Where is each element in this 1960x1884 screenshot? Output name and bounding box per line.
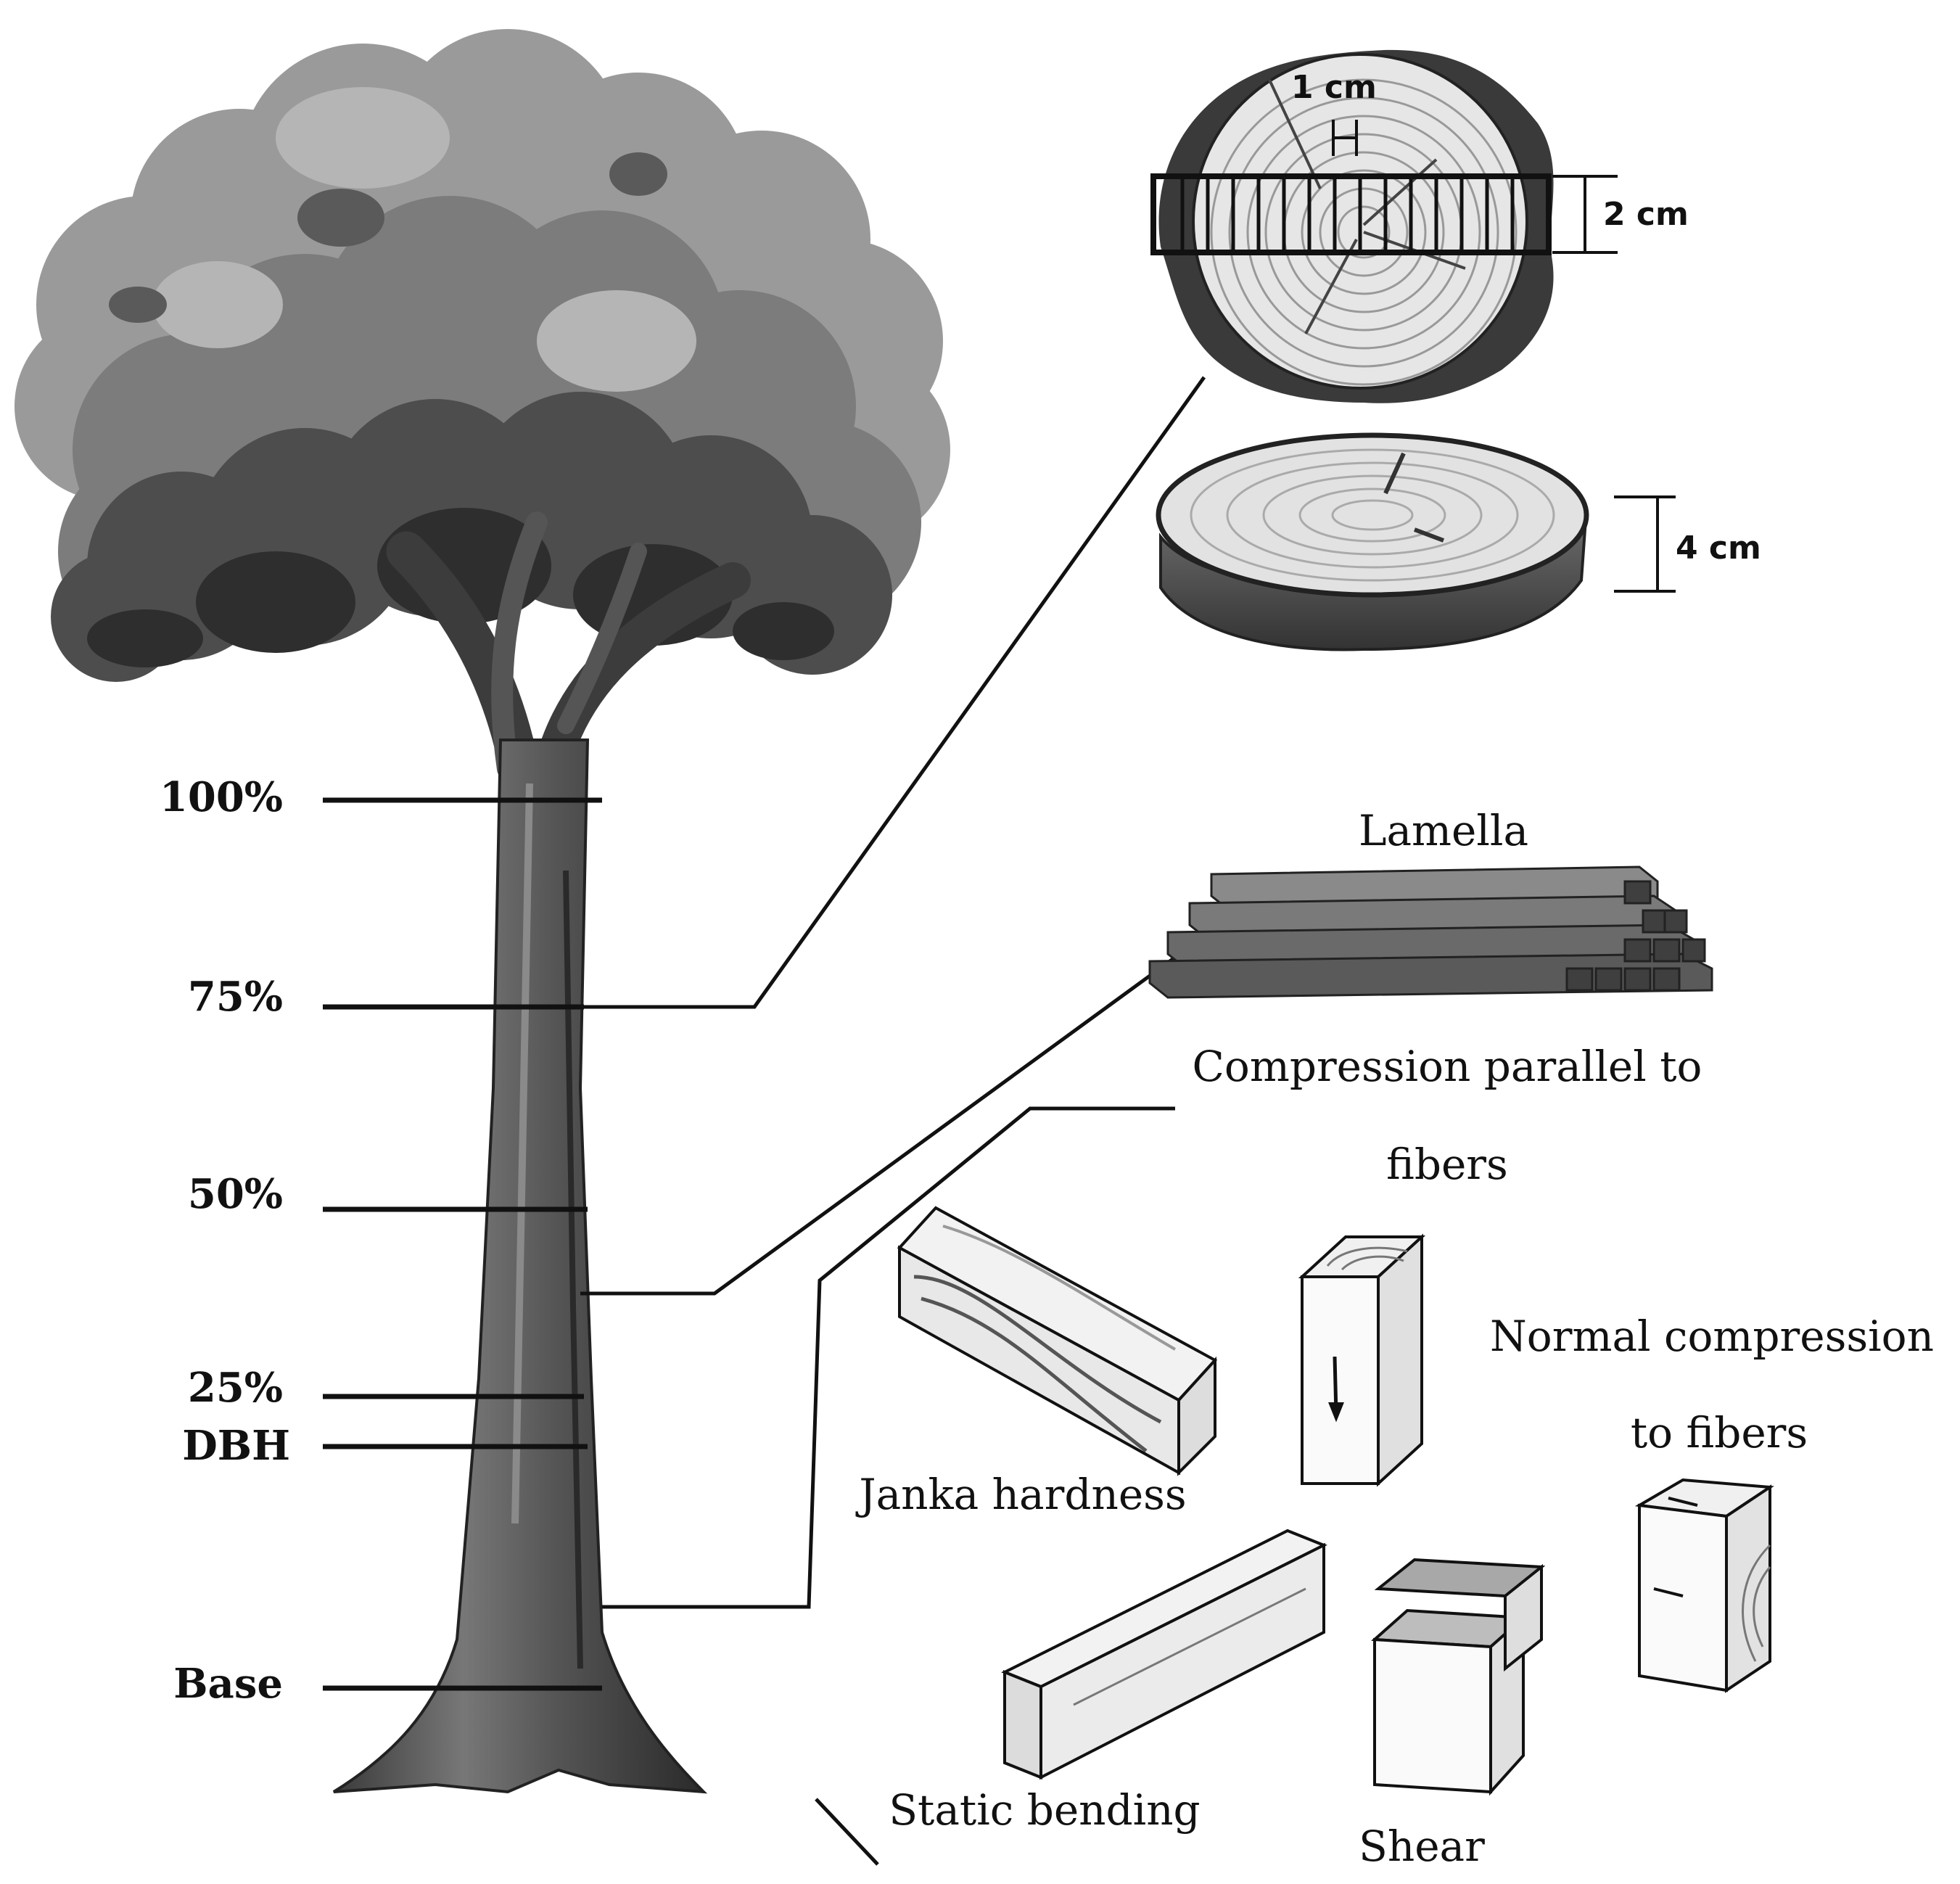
- lamella-board-ends: [1565, 880, 1706, 992]
- static-bending-label: Static bending: [889, 1785, 1200, 1835]
- disc-side-rings: [1190, 448, 1555, 582]
- disc-top-view: 1 cm 2 cm: [1150, 49, 1689, 403]
- height-label-25: 25%: [188, 1364, 283, 1412]
- strip-width-dimension: [1552, 175, 1618, 254]
- leader-lines: [580, 376, 1206, 1866]
- disc-strip-divisions: [1180, 176, 1515, 252]
- strip-width-label: 2 cm: [1603, 196, 1689, 233]
- ring-spacing-marker: [1332, 120, 1358, 156]
- normal-compression-label-line2: to fibers: [1631, 1408, 1808, 1457]
- lamella-label: Lamella: [1359, 806, 1528, 855]
- tree-illustration: [15, 29, 950, 1794]
- disc-sample-strip: [1150, 173, 1552, 255]
- disc-thickness-label: 4 cm: [1676, 530, 1761, 567]
- static-bending-specimen: [1001, 1529, 1327, 1780]
- height-label-50: 50%: [188, 1170, 283, 1218]
- height-label-100: 100%: [160, 773, 283, 821]
- leader-to-lamella: [580, 945, 1191, 1296]
- disc-growth-rings: [1210, 78, 1518, 386]
- leader-to-specimens: [602, 1106, 1175, 1609]
- height-levels: 100% 75% 50% 25% DBH Base: [160, 773, 602, 1708]
- disc-thickness-dimension: [1614, 495, 1676, 593]
- height-label-dbh: DBH: [182, 1422, 290, 1470]
- compression-parallel-label-line1: Compression parallel to: [1193, 1042, 1702, 1091]
- disc-side-view: 4 cm: [1156, 432, 1761, 651]
- normal-compression-specimen: [1634, 1478, 1774, 1693]
- leader-to-disc: [584, 376, 1206, 1009]
- trunk-shadow-stripe: [563, 870, 583, 1669]
- leader-to-specimens-lower: [815, 1798, 879, 1866]
- ring-spacing-label: 1 cm: [1291, 69, 1377, 106]
- specimen-labels: Compression parallel to fibers Normal co…: [855, 1042, 1934, 1871]
- height-label-75: 75%: [188, 973, 283, 1021]
- disc-side-top: [1156, 432, 1589, 598]
- height-label-base: Base: [173, 1660, 283, 1708]
- disc-cracks: [1268, 79, 1466, 334]
- compression-parallel-label-line2: fibers: [1386, 1140, 1508, 1189]
- shear-specimen: [1371, 1558, 1546, 1796]
- trunk-highlight: [511, 783, 533, 1524]
- normal-compression-label-line1: Normal compression: [1490, 1312, 1934, 1361]
- disc-side-cracks: [1383, 452, 1445, 543]
- lamella-stack: Lamella: [1148, 806, 1713, 999]
- compression-parallel-specimen: [1298, 1233, 1426, 1487]
- tree-canopy: [15, 29, 950, 682]
- janka-hardness-label: Janka hardness: [855, 1470, 1186, 1519]
- shear-label: Shear: [1359, 1822, 1485, 1871]
- janka-hardness-specimen: [897, 1206, 1218, 1476]
